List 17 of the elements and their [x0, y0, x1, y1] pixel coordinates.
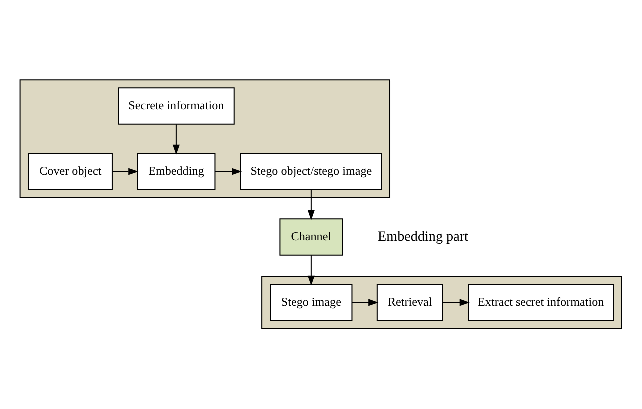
arrow [172, 124, 180, 155]
arrow [308, 256, 315, 286]
node-box: Stego image [270, 284, 353, 322]
node-box: Secrete information [118, 88, 235, 125]
node-box: Stego object/stego image [240, 153, 382, 190]
arrow [112, 168, 139, 176]
arrow [352, 299, 379, 306]
node-box: Extract secret information [468, 284, 614, 322]
arrow [308, 190, 315, 220]
cluster [20, 80, 390, 198]
node-box: Cover object [28, 153, 113, 190]
arrow [215, 168, 242, 176]
label: Embedding part [378, 228, 468, 245]
node-box: Channel [280, 218, 344, 256]
node-box: Retrieval [376, 284, 444, 322]
node-box: Embedding [137, 153, 216, 190]
arrow [443, 299, 470, 306]
